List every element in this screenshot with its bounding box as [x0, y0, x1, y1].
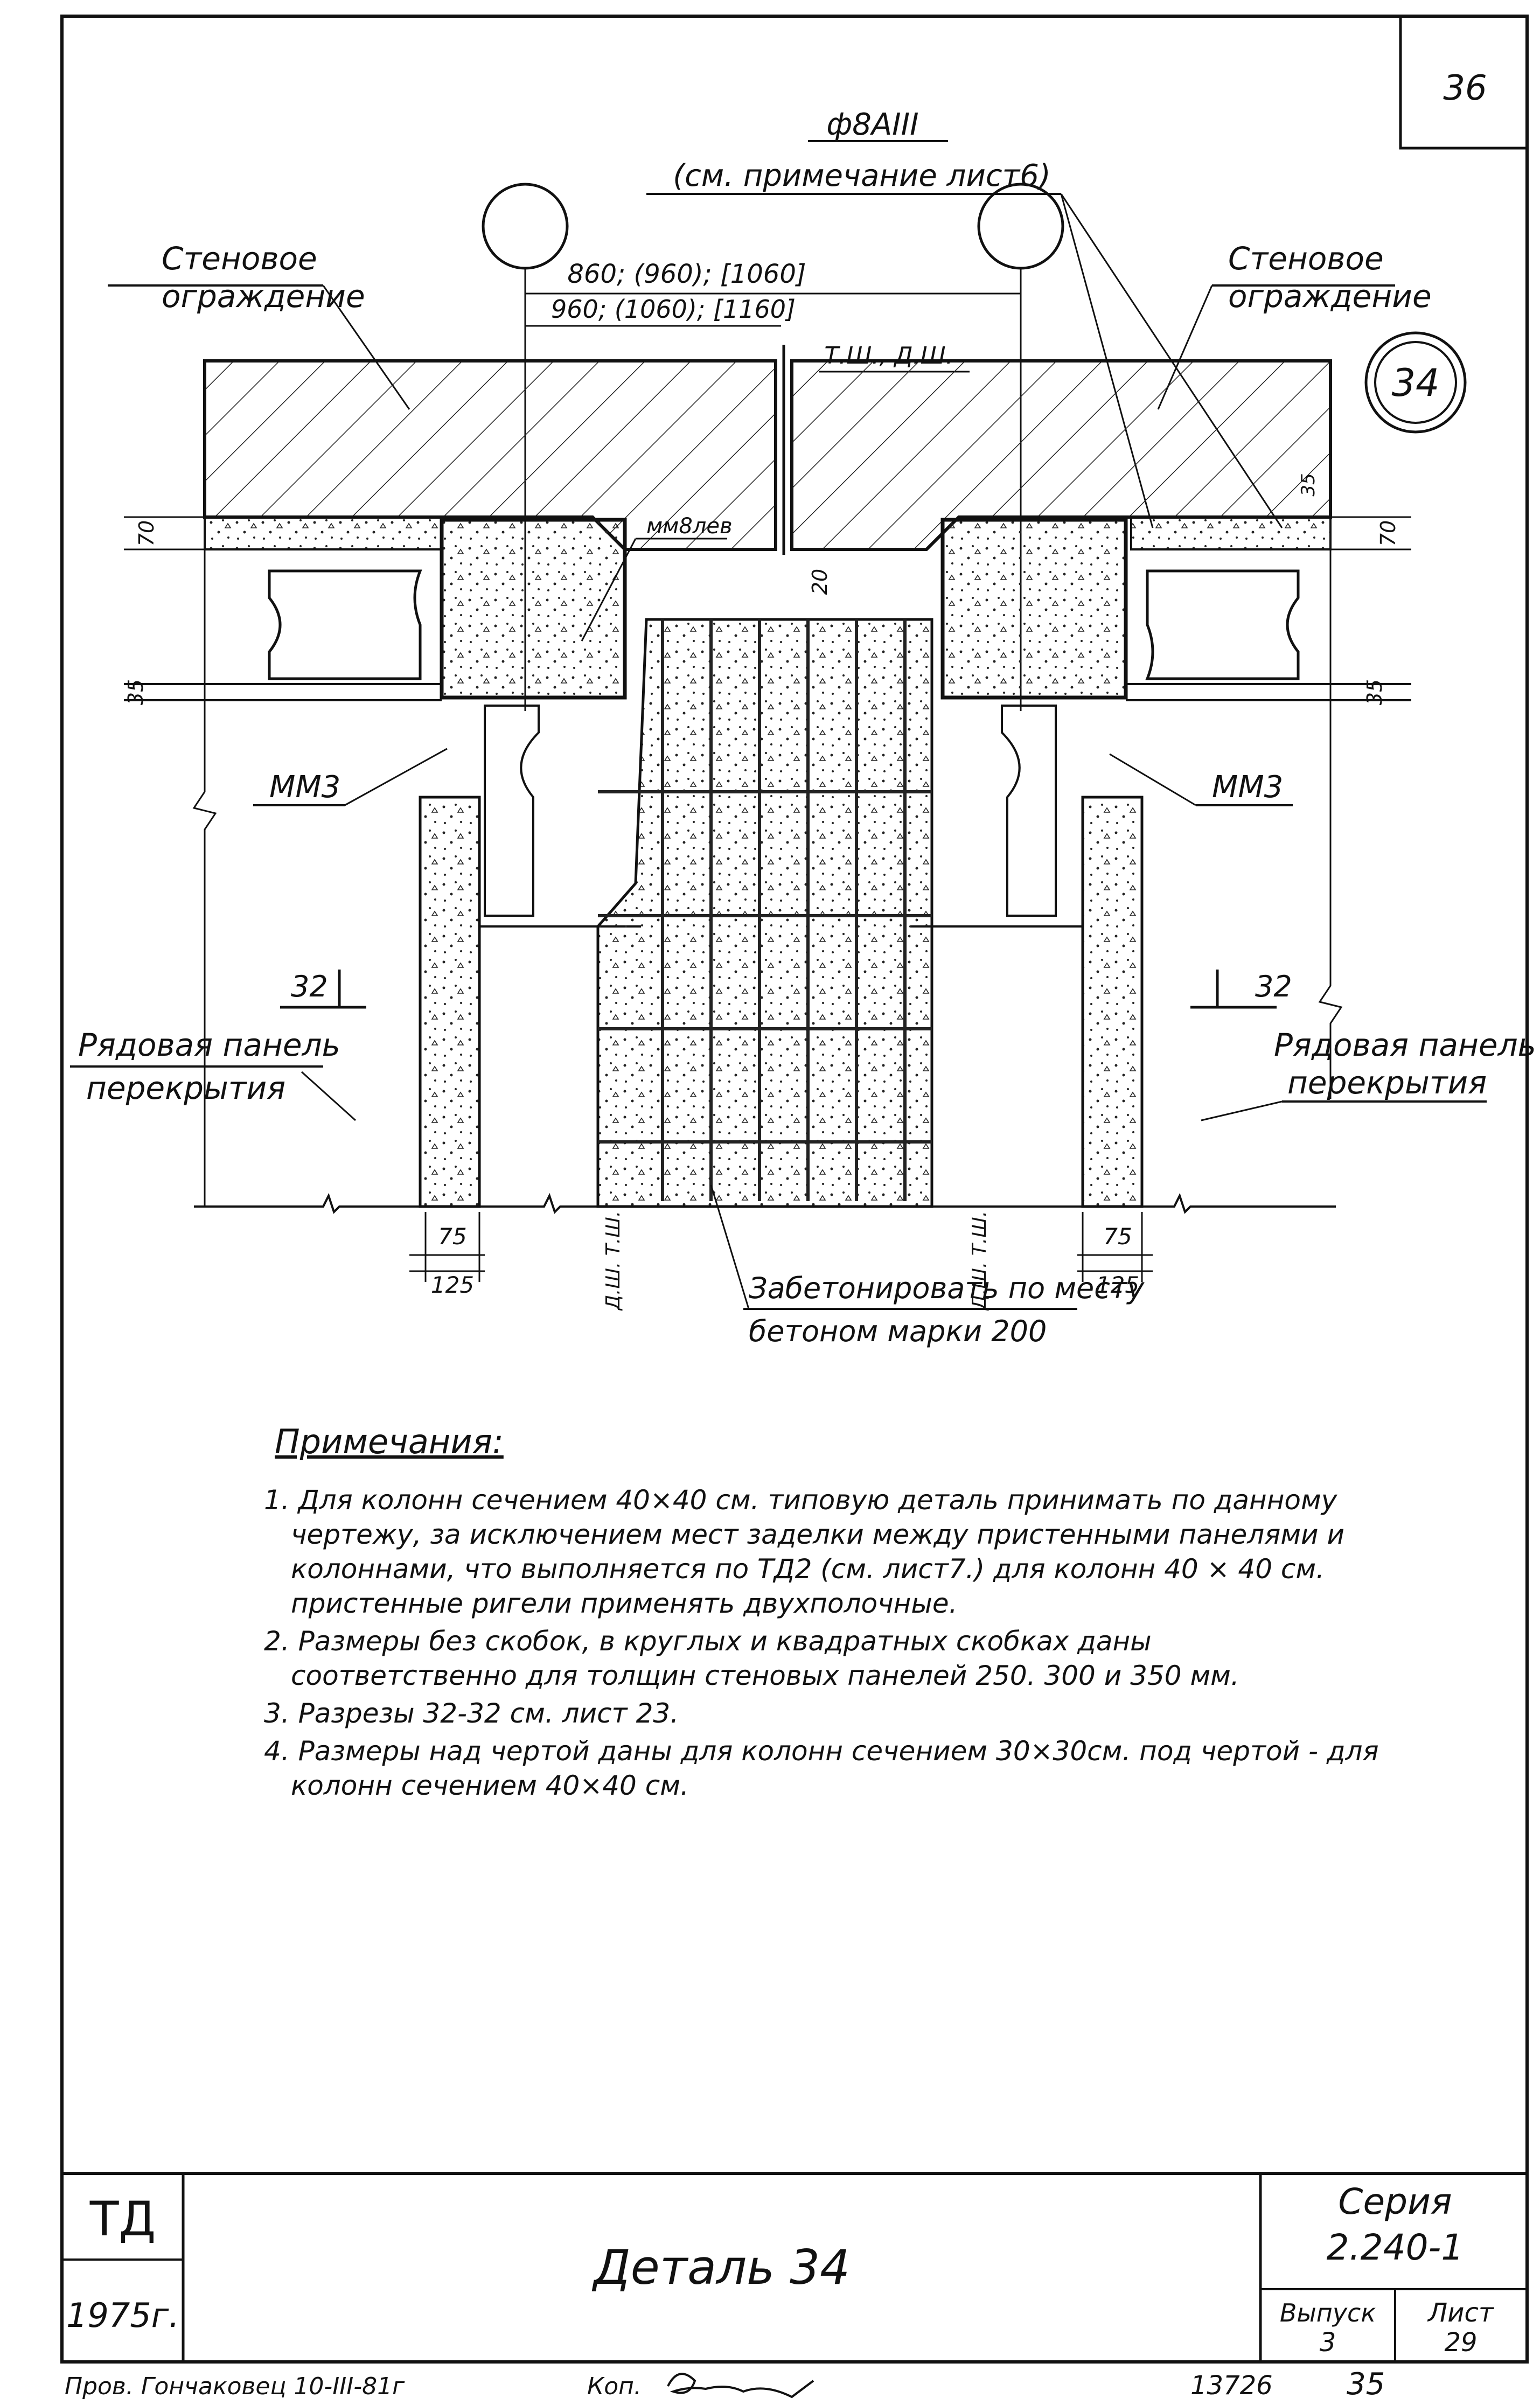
beam-profile-left [268, 569, 422, 680]
wall-panel-right [790, 359, 1332, 551]
drawing-title: Деталь 34 [591, 2240, 850, 2295]
title-block [62, 2172, 1527, 2362]
break-line-vertical-right [1318, 549, 1343, 1099]
beam-profile-right [1145, 569, 1300, 680]
mm3-right: ММ3 [1212, 770, 1283, 805]
mm8-leader [581, 538, 637, 642]
concrete-note-1: Забетонировать по месту [749, 1271, 1145, 1305]
column-shaft-left [419, 796, 481, 1208]
mm3-right-leader [1109, 753, 1196, 806]
panel-right-leader [1201, 1100, 1283, 1121]
panel-right-label-2: перекрытия [1287, 1064, 1487, 1101]
column-head-right [940, 518, 1128, 700]
detail-ref-circle-outer [1364, 331, 1467, 434]
rebar-label: ф8АIII [826, 107, 918, 142]
axis-circle-left [482, 183, 569, 270]
wall-left-label-1: Стеновое [162, 240, 317, 277]
mm3-left-leader [344, 748, 448, 806]
dim-35-right: 35 [1363, 679, 1386, 705]
dim-35-mid: 35 [1298, 473, 1319, 496]
notes-section: Примечания: 1. Для колонн сечением 40×40… [253, 1422, 1384, 1806]
issue-value: 3 [1320, 2327, 1336, 2358]
detail-ref-circle-inner [1374, 341, 1457, 424]
column-shaft-right [1081, 796, 1144, 1208]
dim-35-left: 35 [124, 679, 148, 705]
sheet-number-box [1399, 16, 1527, 150]
wall-right-label-1: Стеновое [1228, 240, 1384, 277]
section-right: 32 [1255, 970, 1292, 1003]
axis-circle-right [977, 183, 1064, 270]
dim-20: 20 [808, 569, 832, 595]
sheet-label: Лист [1427, 2298, 1495, 2328]
panel-left-label-2: перекрытия [86, 1070, 285, 1106]
footer-page: 35 [1347, 2367, 1385, 2402]
footer-signature [667, 2373, 814, 2399]
dim-125-left: 125 [431, 1272, 474, 1298]
concrete-note-leader [710, 1184, 750, 1309]
issue-label: Выпуск [1280, 2298, 1376, 2327]
series-value: 2.240-1 [1327, 2227, 1464, 2268]
slab-strip-left [204, 516, 443, 550]
footer-doc-number: 13726 [1190, 2371, 1273, 2401]
dim-70-right: 70 [1376, 520, 1400, 546]
mm3-left: ММ3 [269, 770, 340, 805]
note-item: 3. Разрезы 32-32 см. лист 23. [264, 1698, 679, 1729]
mm8-label: мм8лев [646, 514, 733, 539]
column-head-left [440, 518, 627, 700]
concrete-note-2: бетоном марки 200 [749, 1314, 1047, 1348]
rebar-grid [598, 619, 932, 1201]
sheet-value: 29 [1444, 2327, 1477, 2358]
panel-right-label-1: Рядовая панель [1274, 1027, 1536, 1063]
axis-right-label: Д.Ш. Т.Ш. [968, 1211, 991, 1311]
dim-125-right: 125 [1096, 1272, 1139, 1298]
dim-75-right: 75 [1103, 1223, 1132, 1250]
dim-70-left: 70 [135, 520, 158, 546]
notes-title: Примечания: [275, 1422, 504, 1461]
detail-ref-number: 34 [1391, 361, 1439, 405]
dim-75-left: 75 [438, 1223, 466, 1250]
break-line-vertical [192, 549, 217, 1207]
footer-copy: Коп. [587, 2373, 642, 2400]
bracket-left [484, 705, 540, 917]
axis-left-label: Д.Ш. Т.Ш. [602, 1211, 624, 1311]
section-left: 32 [291, 970, 328, 1003]
wall-right-label-2: ограждение [1228, 278, 1432, 315]
rebar-note: (см. примечание лист6) [673, 158, 1050, 193]
title-code: ТД [89, 2191, 156, 2247]
bracket-right [1001, 705, 1057, 917]
slab-strip-right [1130, 516, 1332, 550]
cast-concrete-core [596, 618, 933, 1208]
footer-checked: Пров. Гончаковец 10-III-81г [65, 2373, 405, 2400]
title-year: 1975г. [66, 2296, 179, 2335]
note-item: 2. Размеры без скобок, в круглых и квадр… [264, 1626, 1239, 1691]
panel-left-leader [301, 1071, 357, 1121]
break-line-left [194, 1193, 598, 1214]
note-item: 4. Размеры над чертой даны для колонн се… [264, 1735, 1379, 1801]
note-item: 1. Для колонн сечением 40×40 см. типовую… [264, 1484, 1344, 1619]
break-line-right [932, 1193, 1336, 1214]
dim-top-1: 860; (960); [1060] [567, 259, 806, 289]
panel-left-label-1: Рядовая панель [78, 1027, 340, 1063]
sheet-number: 36 [1443, 68, 1487, 108]
series-label: Серия [1338, 2181, 1452, 2222]
wall-left-label-2: ограждение [162, 278, 365, 315]
outer-frame [60, 15, 1529, 2364]
dim-top-2: 960; (1060); [1160] [551, 295, 796, 324]
